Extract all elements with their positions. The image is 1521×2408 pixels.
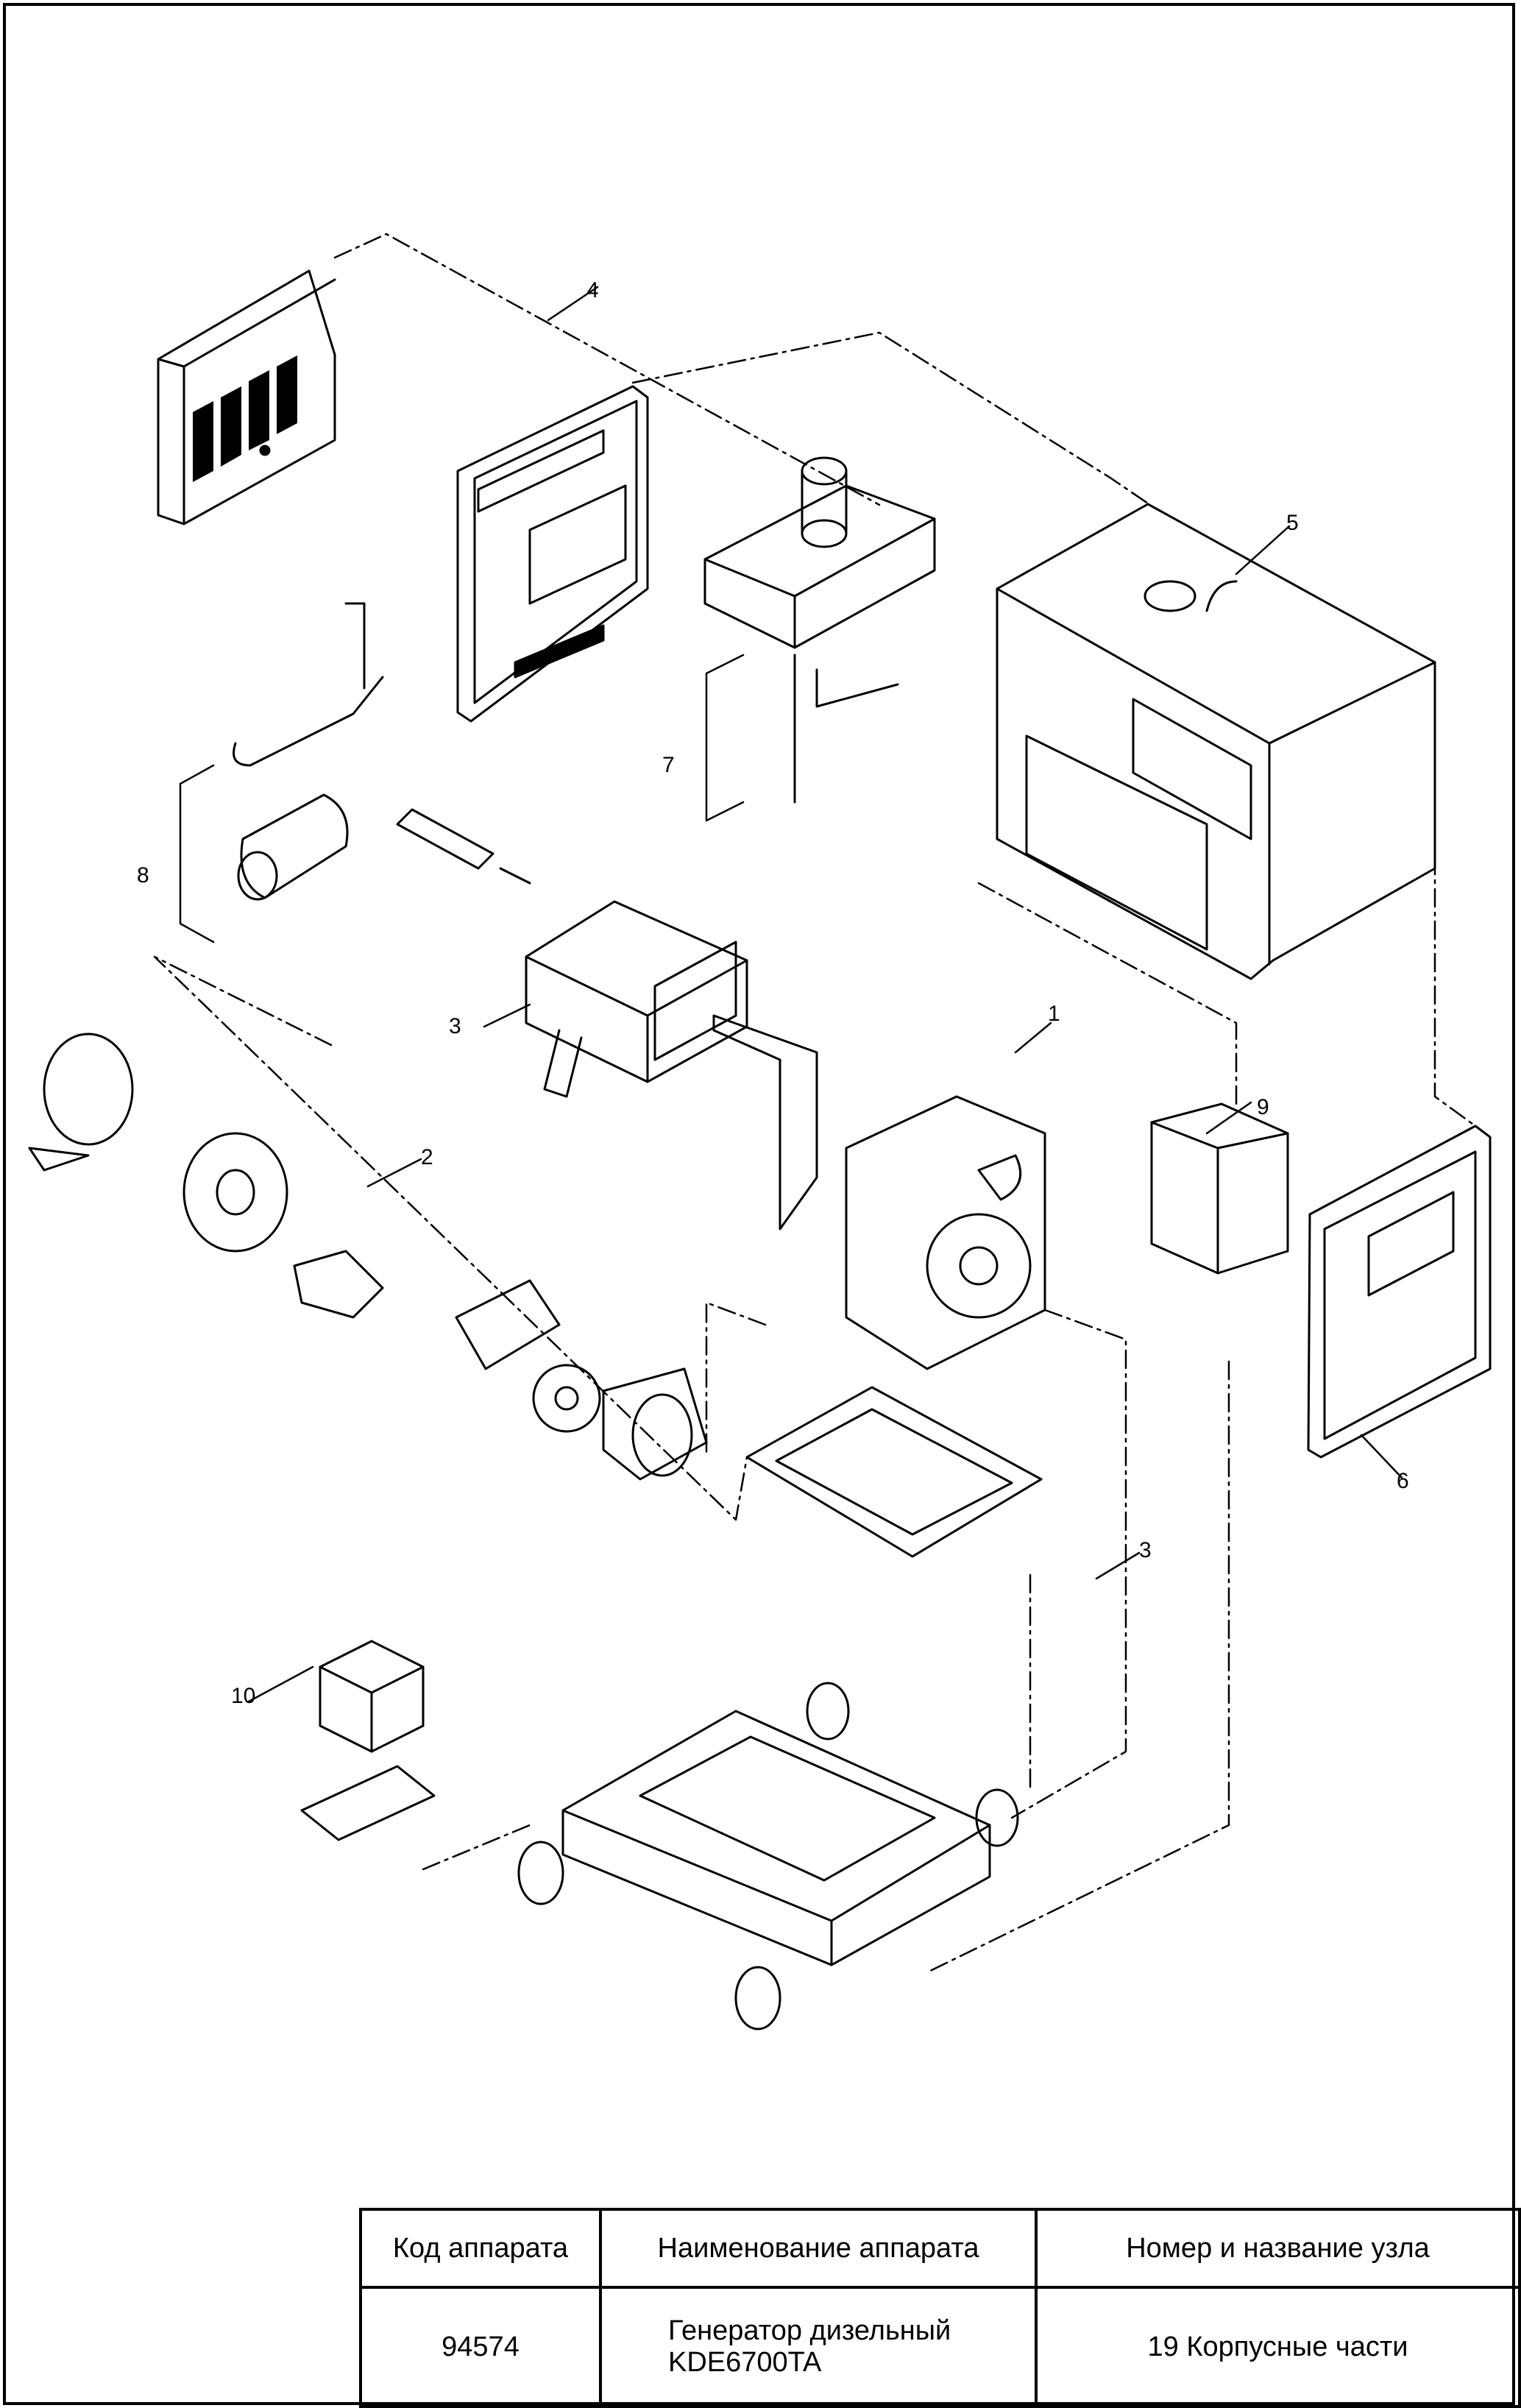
battery-10 — [300, 1640, 436, 1841]
device-name: Генератор дизельный KDE6700TA — [599, 2286, 1038, 2408]
header-device-code: Код аппарата — [359, 2208, 602, 2289]
callout-7: 7 — [662, 753, 675, 777]
engine-1 — [712, 1014, 1046, 1370]
callout-4: 4 — [586, 278, 599, 302]
callout-leaders — [179, 286, 1403, 1703]
door-panel-4 — [456, 385, 649, 723]
title-block: Код аппарата Наименование аппарата Номер… — [359, 2208, 1521, 2408]
callout-1: 1 — [1048, 1002, 1060, 1026]
control-box-9 — [1150, 1102, 1289, 1275]
device-code: 94574 — [359, 2286, 602, 2408]
base-frame-wheels — [517, 1682, 1019, 2030]
exhaust-muffler-8 — [233, 602, 531, 901]
device-name-line1: Генератор дизельный — [668, 2315, 951, 2346]
canopy-housing-5 — [996, 503, 1436, 980]
engine-mount-frame — [745, 1386, 1043, 1558]
air-box-3 — [525, 900, 748, 1098]
alternator-assembly-2 — [28, 1033, 708, 1481]
callout-3-base: 3 — [1139, 1538, 1152, 1562]
assembly-lines — [153, 233, 1477, 1974]
callout-10: 10 — [231, 1684, 256, 1708]
callout-8: 8 — [137, 863, 149, 888]
callout-3-airbox: 3 — [449, 1014, 461, 1038]
header-device-name: Наименование аппарата — [599, 2208, 1038, 2289]
header-assembly: Номер и название узла — [1035, 2208, 1521, 2289]
fuel-tank-7 — [703, 456, 936, 804]
callout-5: 5 — [1286, 511, 1299, 535]
rear-louvre-panel — [157, 269, 336, 525]
side-door-6 — [1307, 1125, 1492, 1459]
device-name-line2: KDE6700TA — [668, 2347, 822, 2378]
callout-9: 9 — [1257, 1095, 1269, 1119]
assembly-name: 19 Корпусные части — [1035, 2286, 1521, 2408]
callout-2: 2 — [421, 1145, 433, 1169]
callout-6: 6 — [1397, 1469, 1409, 1493]
